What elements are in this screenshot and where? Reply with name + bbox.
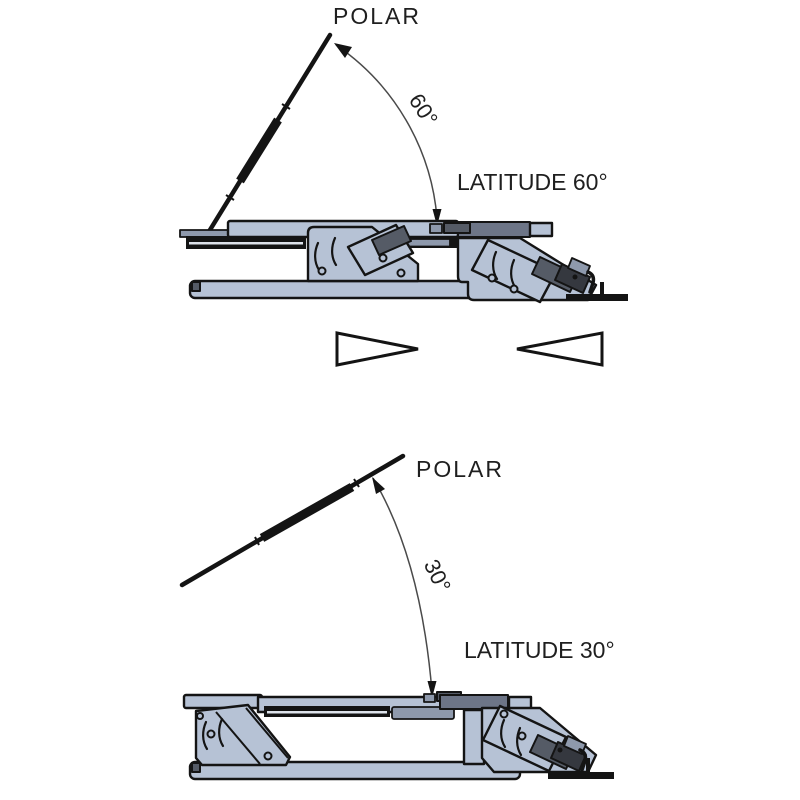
arc-arrowhead-start-icon — [372, 477, 385, 494]
angle-arc — [372, 477, 433, 693]
angle-label: 60° — [404, 89, 443, 131]
axis-tick-icon — [353, 478, 360, 488]
axis-tick-icon — [254, 536, 260, 546]
pivot-hole — [509, 284, 519, 294]
platform-clamp-tab — [443, 222, 471, 234]
bolt-dot — [572, 274, 578, 280]
base-rail — [188, 279, 512, 300]
plate-edge — [245, 707, 289, 759]
adjustment-slot — [500, 718, 507, 749]
pivot-hole — [517, 731, 527, 741]
pivot-hole — [206, 729, 216, 739]
foot-pin — [586, 758, 590, 772]
tilt-plate — [470, 238, 558, 304]
latitude-reference-tab — [429, 223, 443, 234]
angle-arc — [335, 44, 438, 219]
plate-edge — [215, 711, 261, 765]
wedge-mount-60 — [179, 219, 628, 304]
mount-foot — [548, 772, 614, 779]
pivot-hole — [499, 709, 509, 719]
arc-arrowhead-end-icon — [432, 209, 442, 226]
left-pointer-icon — [335, 331, 419, 367]
dovetail-clamp — [371, 225, 412, 256]
right-hinge-bracket — [456, 236, 628, 304]
right-pointer-icon — [516, 331, 604, 367]
polar-label: POLAR — [333, 3, 421, 29]
latitude-60-diagram: 60° POLAR LATITUDE 60° — [179, 3, 628, 304]
base-rail-notch — [191, 281, 201, 292]
left-hinge-bracket — [194, 703, 292, 767]
pivot-hole — [396, 268, 406, 278]
polar-axis-30 — [179, 453, 406, 588]
lock-hook — [586, 270, 596, 294]
center-pointer-icons — [335, 331, 604, 367]
axis-tick-icon — [281, 103, 291, 110]
angle-dimension-60: 60° — [334, 43, 443, 226]
dovetail-bar-stripe — [189, 242, 303, 245]
pivot-hole — [487, 273, 497, 283]
pivot-hole — [317, 266, 327, 276]
wedge-mount-30 — [182, 691, 614, 781]
latitude-30-diagram: 30° POLAR LATITUDE 30° — [179, 453, 615, 781]
latitude-label: LATITUDE 60° — [457, 169, 608, 195]
center-recess-inset — [391, 706, 455, 720]
polar-label: POLAR — [416, 456, 504, 482]
bracket-body — [194, 703, 292, 767]
lock-hook — [578, 748, 588, 772]
bolt-dot — [557, 747, 563, 753]
left-hinge-bracket — [306, 223, 420, 283]
axis-tick-icon — [225, 194, 235, 201]
adjustment-slot — [516, 726, 523, 757]
top-platform-cap — [528, 221, 554, 238]
dovetail-bar-stripe — [267, 711, 387, 714]
latitude-label: LATITUDE 30° — [464, 637, 615, 663]
latitude-reference-tab — [423, 693, 436, 703]
foot-pin — [600, 282, 604, 295]
knob-cap — [567, 257, 591, 277]
adjustment-slot — [331, 236, 338, 267]
polar-axis-tube — [259, 483, 355, 542]
adjustment-slot — [202, 720, 209, 751]
arc-arrowhead-start-icon — [334, 43, 352, 58]
angle-label: 30° — [419, 555, 456, 596]
right-hinge-bracket — [480, 704, 614, 779]
mount-top-ledge — [179, 229, 229, 238]
arc-arrowhead-end-icon — [427, 681, 437, 698]
adjustment-slot — [314, 241, 321, 272]
adjustment-slot — [218, 717, 225, 748]
polar-axis-60 — [202, 32, 333, 241]
base-rail-notch — [191, 762, 201, 773]
mount-foot — [566, 294, 628, 301]
polar-axis-tube — [236, 117, 282, 184]
pivot-hole — [196, 712, 204, 720]
angle-dimension-30: 30° — [372, 477, 456, 698]
pivot-hole — [378, 253, 388, 263]
pivot-hole — [263, 751, 273, 761]
